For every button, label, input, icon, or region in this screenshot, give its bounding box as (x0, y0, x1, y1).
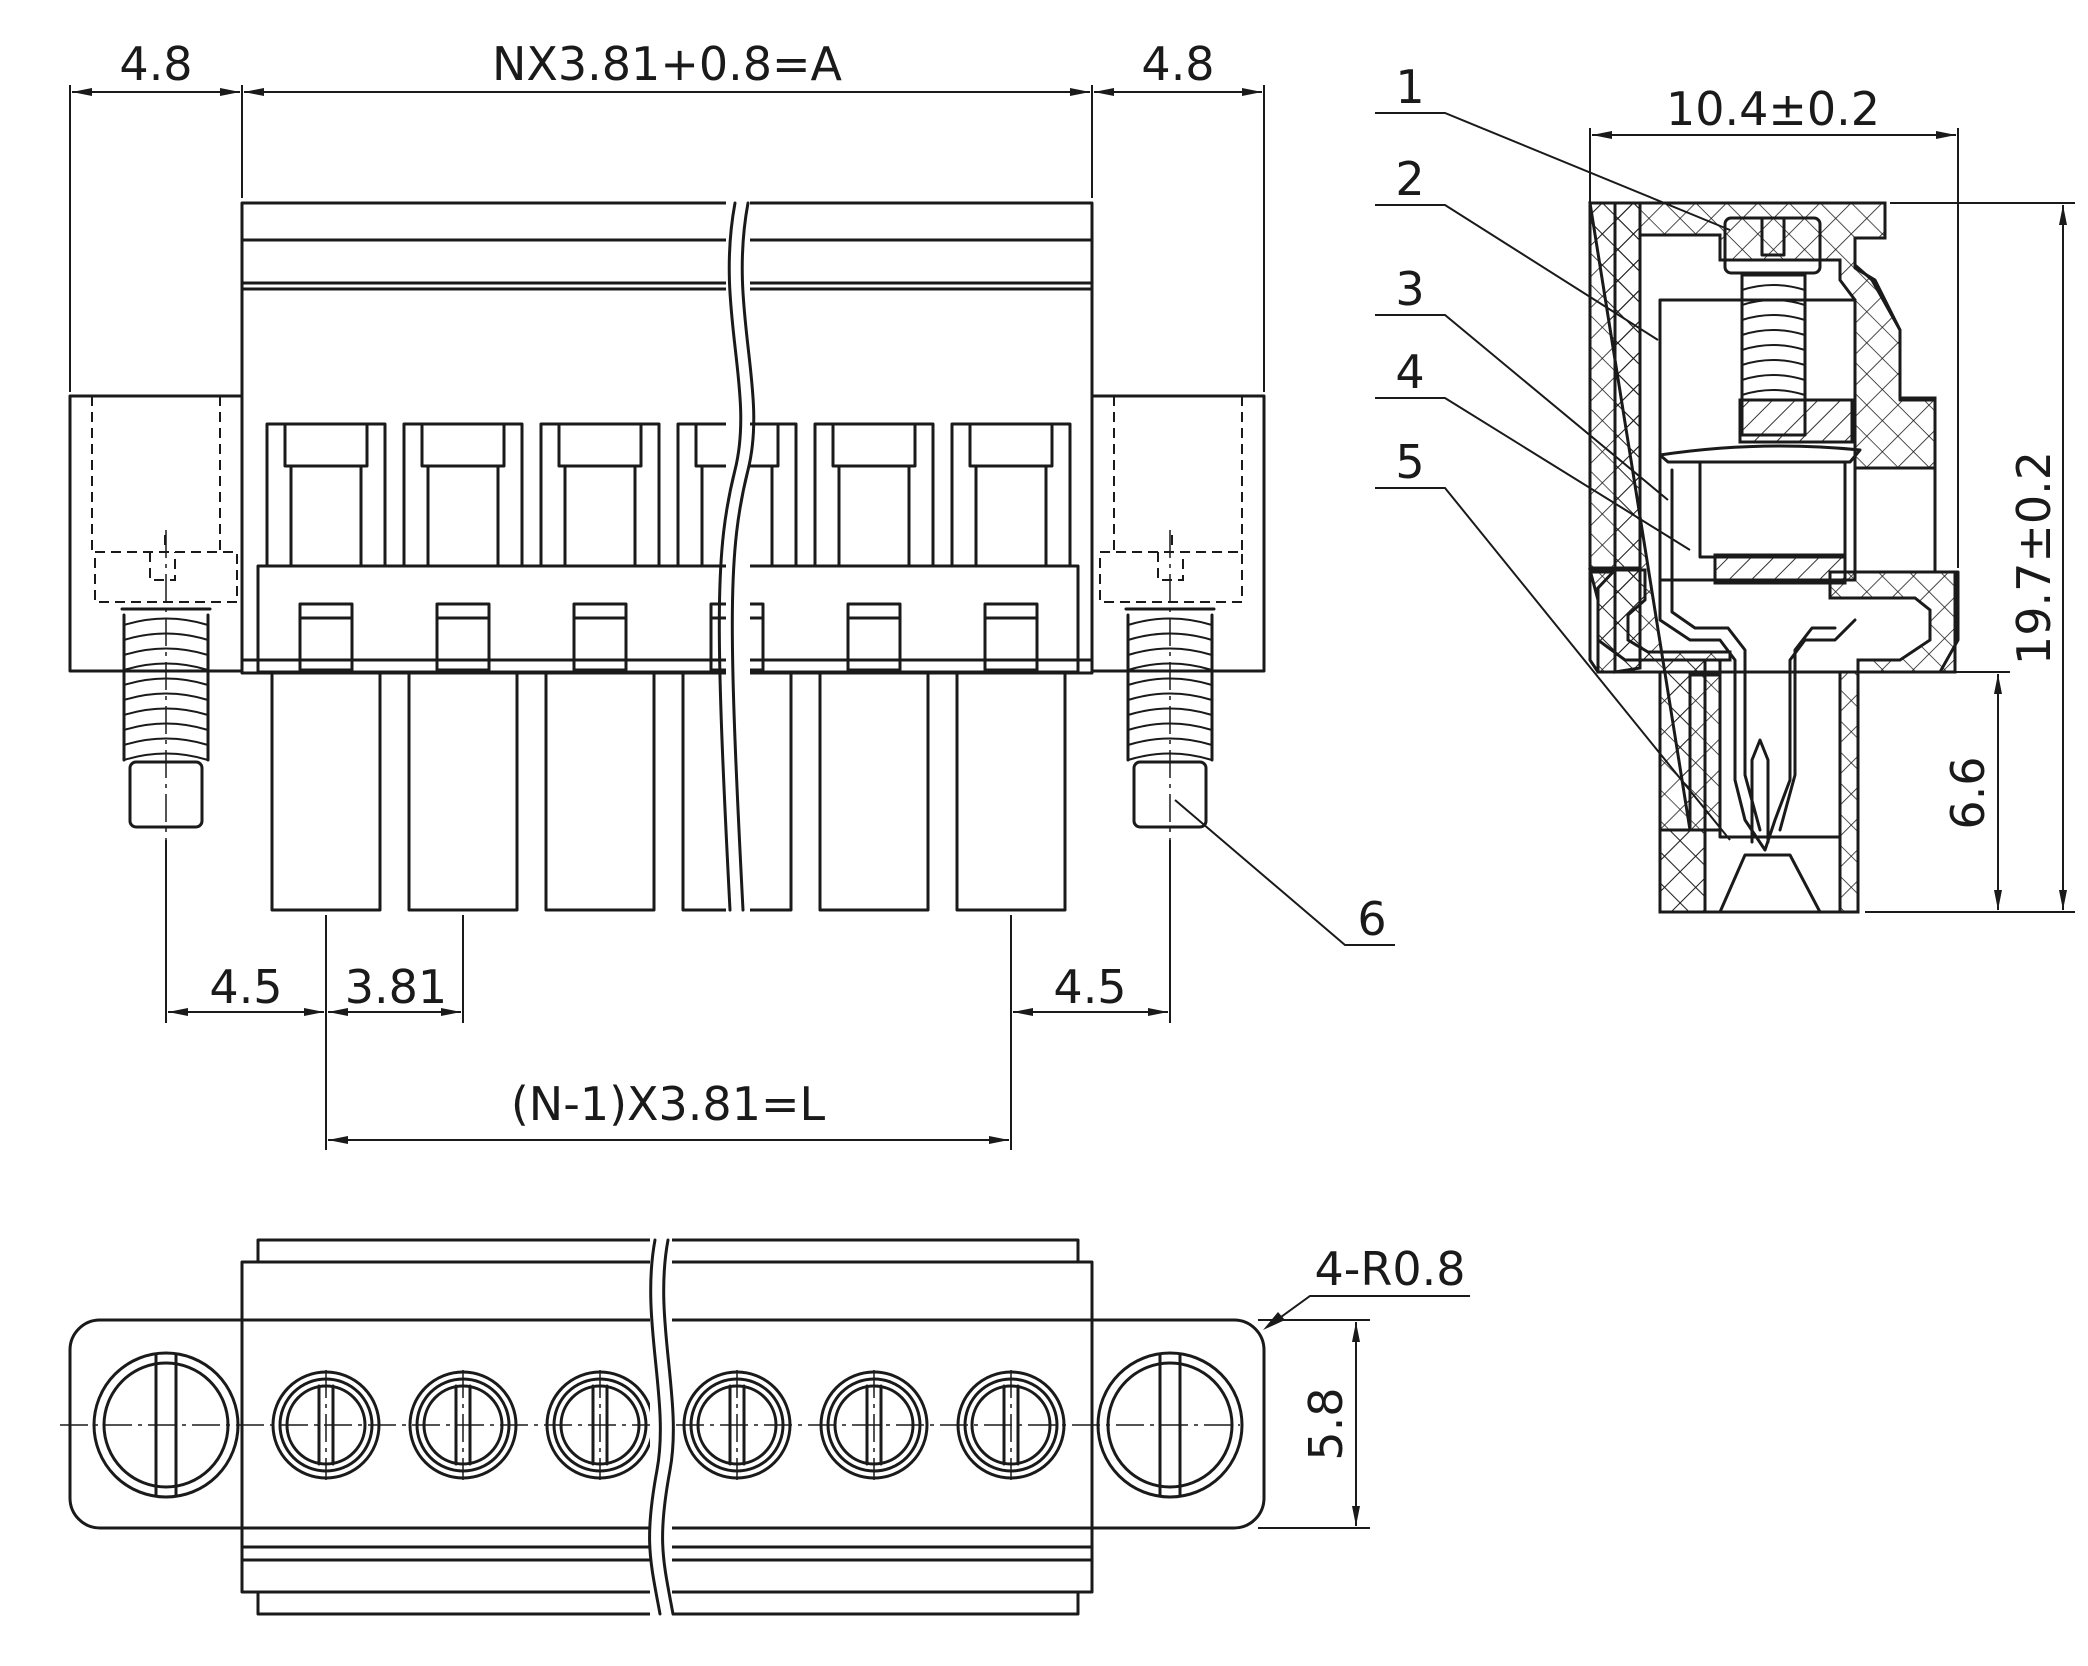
plan-view: 4-R0.8 5.8 (60, 1232, 1470, 1622)
front-top-dimensions: 4.8 NX3.81+0.8=A 4.8 (69, 37, 1265, 392)
left-flange-screw (120, 530, 212, 840)
side-dimensions: 10.4±0.2 19.7±0.2 6.6 (1589, 82, 2075, 913)
callout-leaders: 1 2 3 4 5 (1375, 60, 1731, 841)
callout-label-3: 3 (1395, 262, 1424, 316)
dim-corner-radius: 4-R0.8 (1315, 1242, 1466, 1296)
contact-spring (1658, 458, 1857, 914)
dim-side-width: 10.4±0.2 (1666, 82, 1880, 136)
callout-label-4: 4 (1395, 345, 1424, 399)
dim-left-flange: 4.8 (119, 37, 192, 91)
dim-plan-height: 5.8 (1299, 1387, 1353, 1460)
callout-label-1: 1 (1395, 60, 1424, 114)
dim-pitch: 3.81 (345, 960, 447, 1014)
callout-label-5: 5 (1395, 435, 1424, 489)
right-flange-screw (1124, 530, 1216, 840)
terminal-windows (265, 422, 1072, 568)
dim-right-offset: 4.5 (1053, 960, 1126, 1014)
terminal-screw-heads (271, 1368, 1066, 1482)
dim-pin-depth: 6.6 (1941, 756, 1995, 829)
front-bottom-dimensions: 4.5 3.81 4.5 (N-1)X3.81=L (165, 840, 1171, 1150)
callout-6: 6 (1174, 799, 1395, 946)
contact-tabs (298, 602, 1039, 672)
dim-right-flange: 4.8 (1141, 37, 1214, 91)
dim-left-offset: 4.5 (209, 960, 282, 1014)
clamp-screw (1658, 216, 1862, 585)
dim-overall-width: NX3.81+0.8=A (492, 37, 843, 91)
callout-label-6: 6 (1357, 892, 1386, 946)
front-view: 4.8 NX3.81+0.8=A 4.8 4.5 3.81 4.5 (N-1)X… (68, 37, 1395, 1150)
dim-side-height: 19.7±0.2 (2007, 451, 2061, 665)
plan-dimensions: 4-R0.8 5.8 (1258, 1242, 1470, 1529)
flange-screw-heads (92, 1351, 1244, 1499)
dim-total-length: (N-1)X3.81=L (511, 1077, 826, 1131)
pins (270, 671, 1067, 912)
callout-label-2: 2 (1395, 152, 1424, 206)
side-section-view: 1 2 3 4 5 10.4±0.2 19.7±0.2 6.6 (1375, 60, 2075, 914)
